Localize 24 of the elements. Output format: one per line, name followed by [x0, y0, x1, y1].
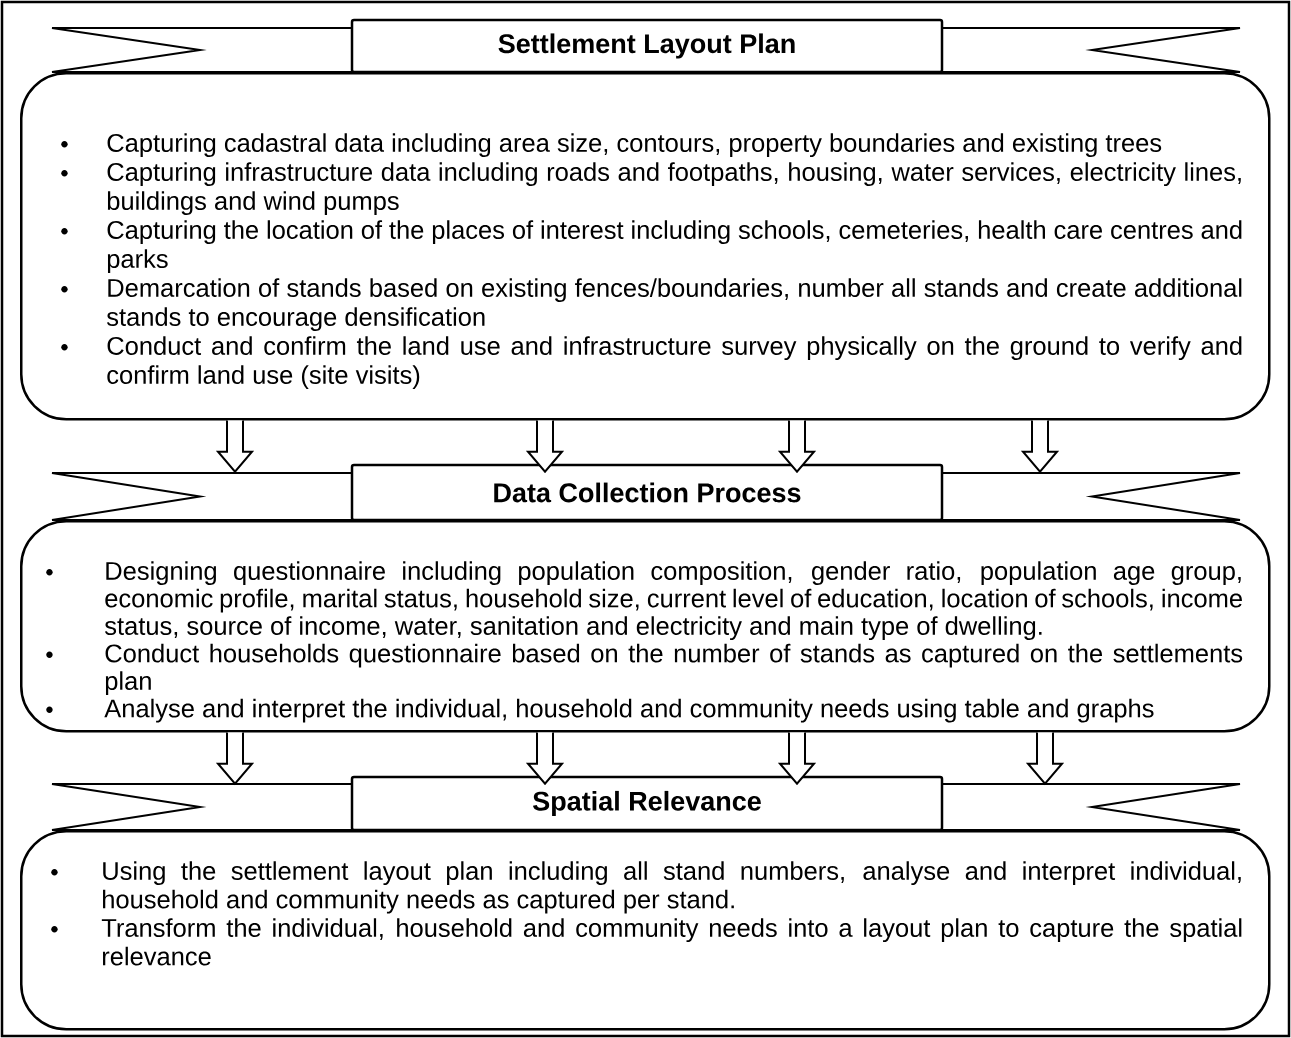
block-arrow	[525, 419, 565, 474]
rounded-box	[20, 830, 1271, 1031]
list-item: Capturing infrastructure data including roads and footpaths, housing, water services, electricity lines, buildings and wind pumps	[107, 162, 1241, 215]
list-item: Analyse and interpret the individual, household and community needs using table and graphs	[104, 698, 1154, 723]
list-item: Using the settlement layout plan including all stand numbers, analyse and interpret individual, household and community needs as captured per stand.	[103, 861, 1241, 914]
block-arrow	[777, 419, 817, 474]
block-arrow	[215, 731, 255, 786]
block-arrow	[215, 419, 255, 474]
block-arrow	[1020, 419, 1060, 474]
rounded-box	[20, 72, 1271, 421]
ribbon-banner: Data Collection Process	[51, 463, 1241, 522]
list-item: Demarcation of stands based on existing fences/boundaries, number all stands and create additional stands to encourage densification	[106, 278, 1242, 331]
list-item: Designing questionnaire including population composition, gender ratio, population age group, economic profile, marital status, household size, current level of education, location of schools, income status, source of income, water, sanitation and electricity and main type of dwelling.	[104, 561, 1242, 640]
list-item: Conduct households questionnaire based on the number of stands as captured on the settlements plan	[105, 643, 1243, 695]
block-arrow	[777, 731, 817, 786]
block-arrow	[1025, 731, 1065, 786]
list-item: Transform the individual, household and community needs into a layout plan to capture the spatial relevance	[101, 918, 1242, 966]
list-item: Conduct and confirm the land use and infrastructure survey physically on the ground to verify and confirm land use (site visits)	[107, 336, 1242, 389]
ribbon-banner: Settlement Layout Plan	[51, 18, 1241, 74]
list-item: Capturing cadastral data including area size, contours, property boundaries and existing trees	[107, 133, 1162, 157]
list-item: Capturing the location of the places of interest including schools, cemeteries, health care centres and parks	[107, 220, 1242, 273]
block-arrow	[525, 731, 565, 786]
rounded-box	[20, 520, 1271, 733]
ribbon-banner: Spatial Relevance	[51, 775, 1241, 832]
